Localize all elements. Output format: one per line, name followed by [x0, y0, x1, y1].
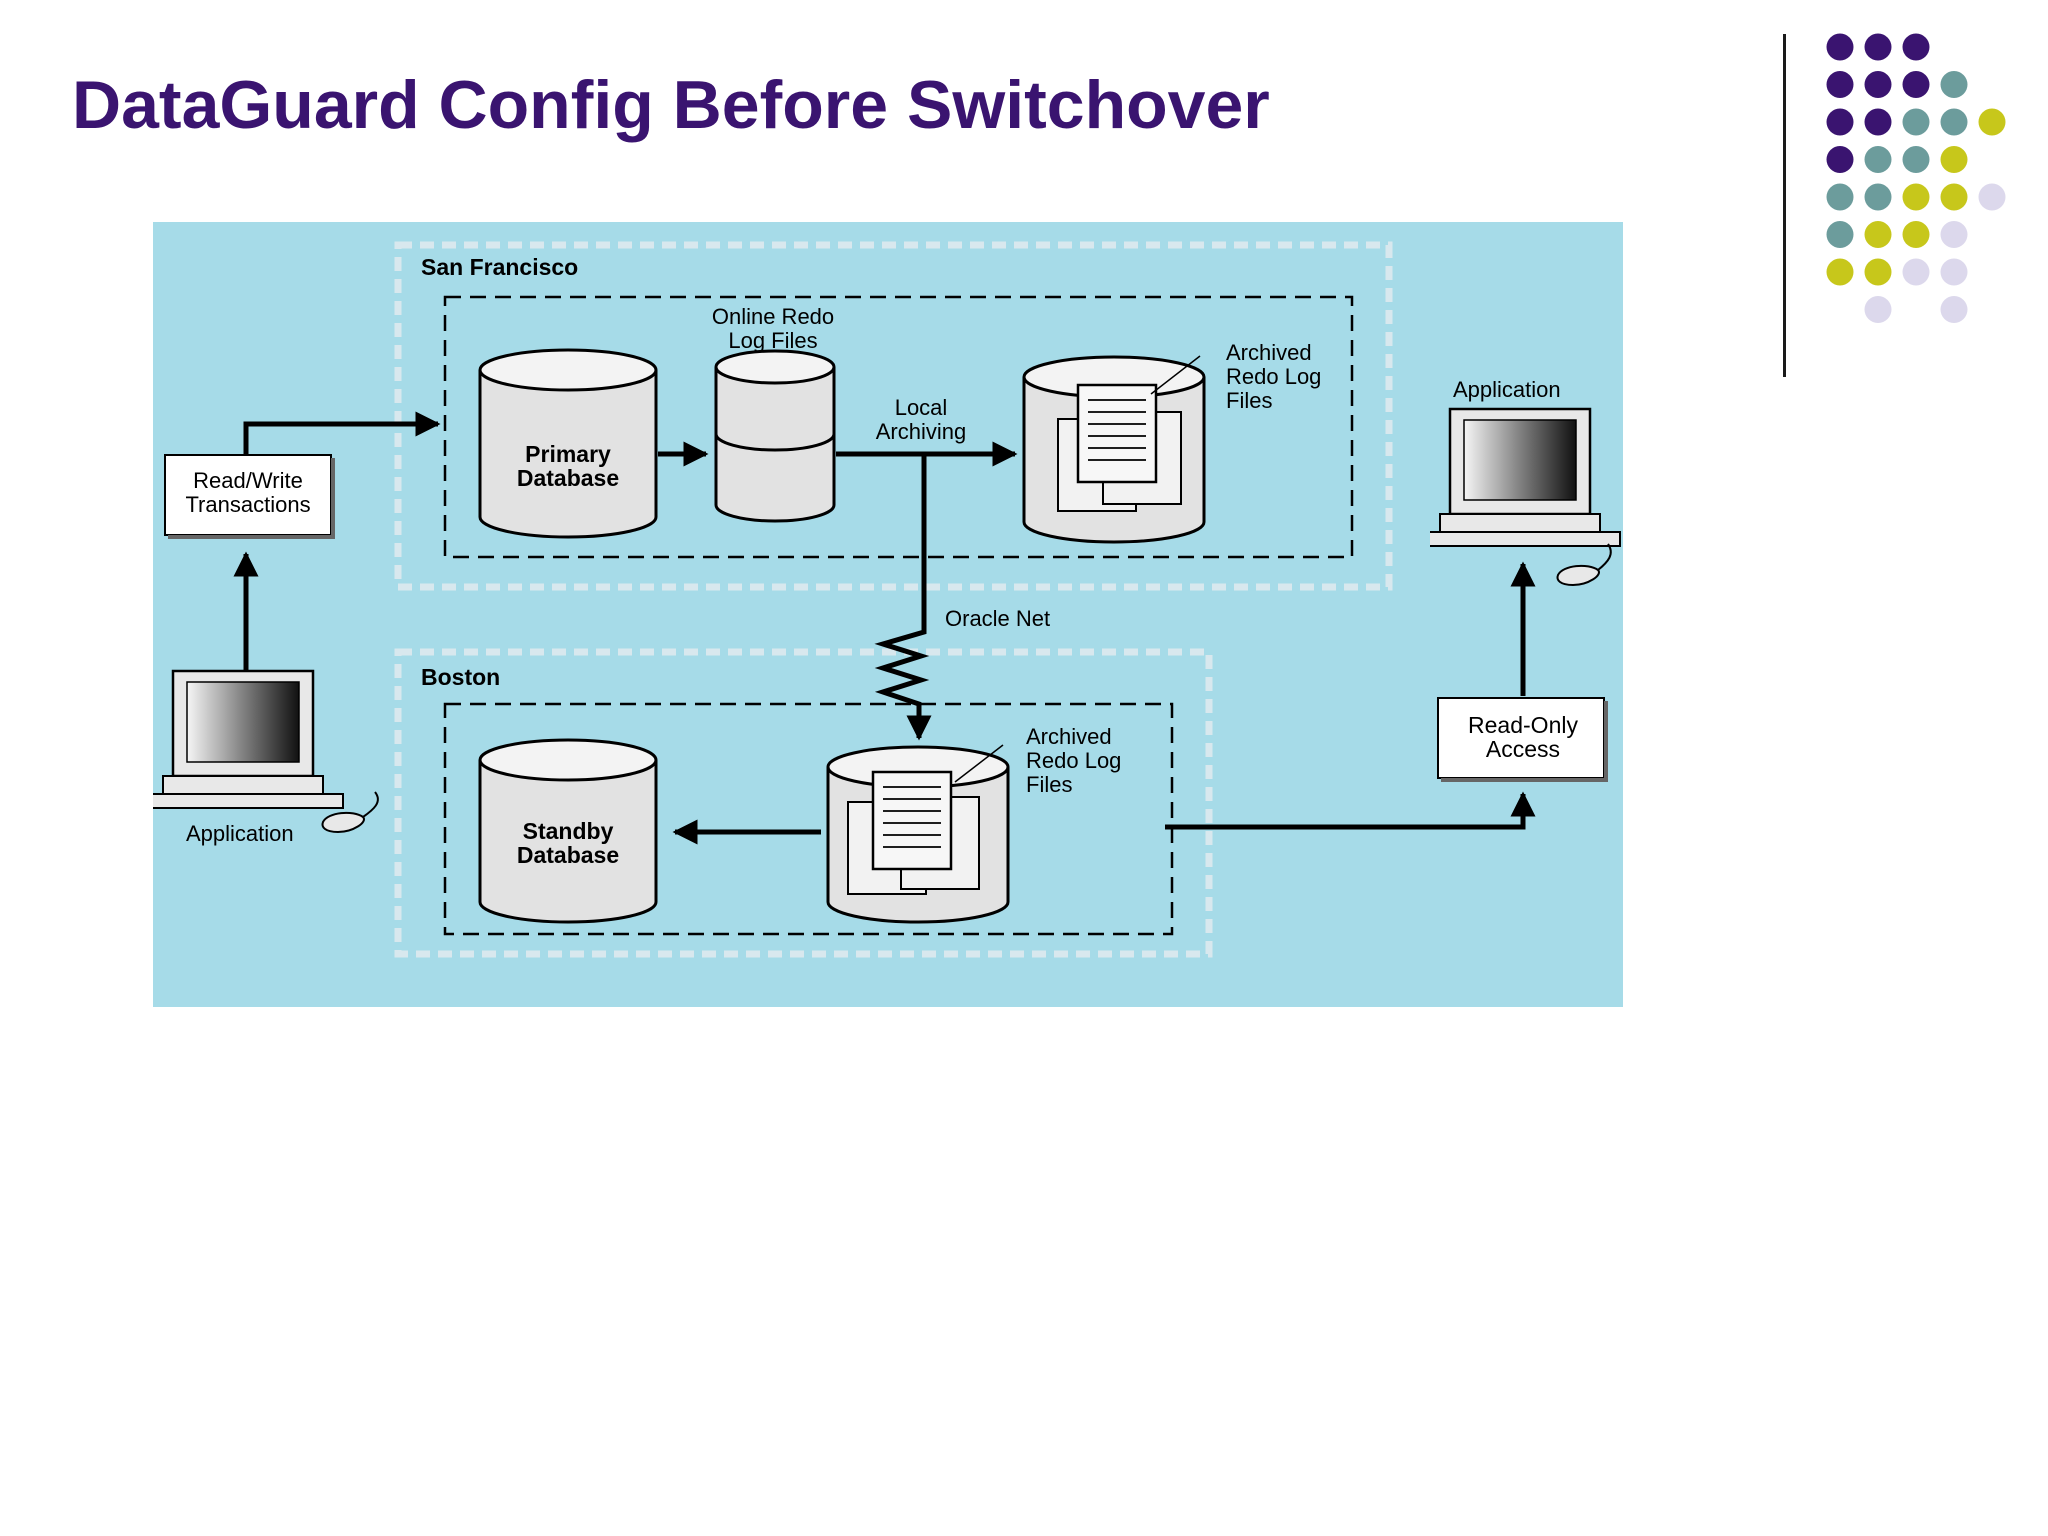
- online-redo-label-1: Online Redo: [712, 304, 834, 329]
- standby-database-icon: [478, 738, 658, 924]
- decorative-dot: [1902, 108, 1930, 136]
- decorative-dot: [1826, 221, 1854, 248]
- read-only-box: Read-Only Access: [1437, 697, 1608, 782]
- decorative-dot: [1826, 71, 1854, 98]
- archived-redo-log-primary-icon: [1022, 355, 1206, 544]
- read-only-label-2: Access: [1486, 736, 1560, 762]
- decorative-dot: [1864, 183, 1892, 211]
- dataguard-diagram: San Francisco Boston Primary Database On…: [153, 222, 1623, 1007]
- online-redo-label-2: Log Files: [728, 328, 817, 353]
- decorative-dot: [1864, 296, 1892, 323]
- decorative-dot: [1864, 71, 1892, 98]
- local-archiving-label-1: Local: [895, 395, 948, 420]
- archived-redo-log-standby-icon: [826, 744, 1010, 924]
- decorative-dot: [1864, 33, 1892, 61]
- decorative-dot: [1826, 183, 1854, 211]
- decorative-dot: [1826, 146, 1854, 173]
- read-write-label-1: Read/Write: [193, 468, 303, 493]
- decorative-dot: [1826, 258, 1854, 286]
- archived-primary-label-2: Redo Log: [1226, 364, 1321, 389]
- decorative-dot: [1902, 258, 1930, 286]
- oracle-net-label: Oracle Net: [945, 606, 1050, 631]
- decorative-dot: [1864, 146, 1892, 173]
- decorative-dot: [1978, 108, 2006, 136]
- decorative-dot: [1864, 258, 1892, 286]
- application-right-label: Application: [1453, 377, 1561, 402]
- archived-standby-label-1: Archived: [1026, 724, 1112, 749]
- online-redo-log-icon: [714, 349, 836, 523]
- primary-database-label-2: Database: [517, 465, 619, 491]
- archived-primary-label-1: Archived: [1226, 340, 1312, 365]
- decorative-dot: [1940, 258, 1968, 286]
- read-write-label-2: Transactions: [185, 492, 310, 517]
- decorative-dot: [1940, 108, 1968, 136]
- decorative-dot: [1940, 183, 1968, 211]
- application-computer-right-icon: [1430, 407, 1621, 587]
- read-only-label-1: Read-Only: [1468, 712, 1578, 738]
- read-write-box: Read/Write Transactions: [164, 454, 335, 539]
- decorative-dot: [1902, 183, 1930, 211]
- site-label-san-francisco: San Francisco: [421, 254, 578, 280]
- local-archiving-label-2: Archiving: [876, 419, 966, 444]
- archived-standby-label-3: Files: [1026, 772, 1072, 797]
- decorative-dot: [1826, 108, 1854, 136]
- decorative-dot: [1940, 146, 1968, 173]
- decorative-dot: [1902, 221, 1930, 248]
- flow-arrows: [233, 411, 1536, 845]
- decorative-dot: [1826, 33, 1854, 61]
- slide-title: DataGuard Config Before Switchover: [72, 67, 1270, 143]
- decorative-divider-line: [1783, 34, 1786, 377]
- san-francisco-zone: San Francisco: [394, 241, 1393, 591]
- primary-database-label-1: Primary: [525, 441, 611, 467]
- decorative-dot: [1864, 108, 1892, 136]
- decorative-dot: [1940, 296, 1968, 323]
- decorative-dot: [1902, 146, 1930, 173]
- decorative-dot: [1902, 71, 1930, 98]
- decorative-dot: [1902, 33, 1930, 61]
- decorative-dot: [1864, 221, 1892, 248]
- application-left-label: Application: [186, 821, 294, 846]
- decorative-dot: [1978, 183, 2006, 211]
- archived-primary-label-3: Files: [1226, 388, 1272, 413]
- decorative-dot: [1940, 221, 1968, 248]
- standby-database-label-2: Database: [517, 842, 619, 868]
- decorative-dot-grid: [1826, 33, 2006, 323]
- application-computer-left-icon: [153, 669, 379, 834]
- archived-standby-label-2: Redo Log: [1026, 748, 1121, 773]
- boston-zone: Boston: [394, 648, 1213, 958]
- standby-database-label-1: Standby: [523, 818, 614, 844]
- decorative-dot: [1940, 71, 1968, 98]
- site-label-boston: Boston: [421, 664, 500, 690]
- primary-database-icon: [478, 348, 658, 539]
